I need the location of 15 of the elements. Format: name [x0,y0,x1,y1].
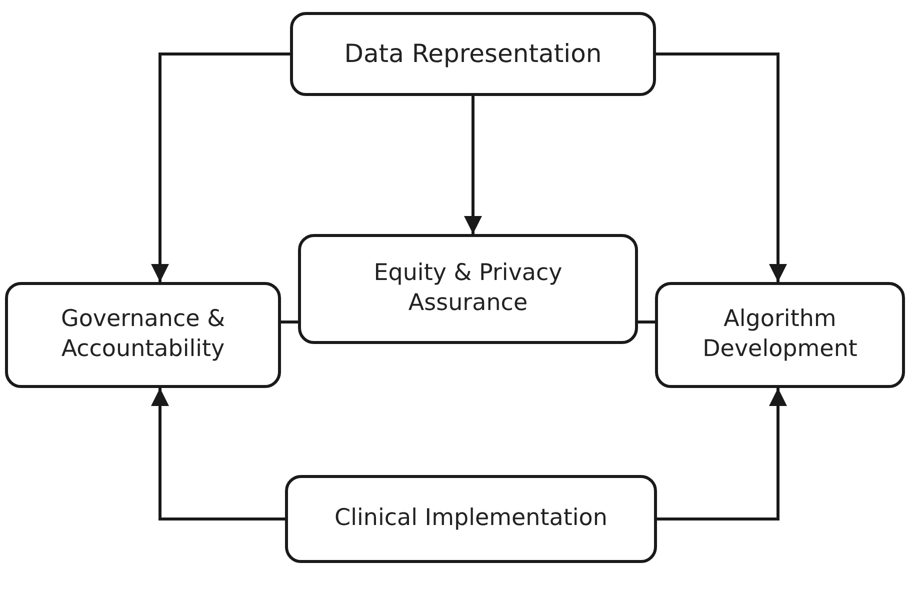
arrow [657,388,787,520]
process-box [285,475,657,563]
box-label: Algorithm Development [702,305,858,364]
box-label: Governance & Accountability [60,305,226,364]
process-box [655,282,905,388]
arrow [656,52,787,282]
process-box [298,234,638,344]
process-box [5,282,281,388]
arrow [151,52,290,282]
box-label: Data Representation [344,38,602,70]
process-box [290,12,656,96]
box-label: Equity & Privacy Assurance [372,259,564,318]
arrow [464,96,482,234]
arrow [151,388,285,520]
box-label: Clinical Implementation [334,504,608,534]
